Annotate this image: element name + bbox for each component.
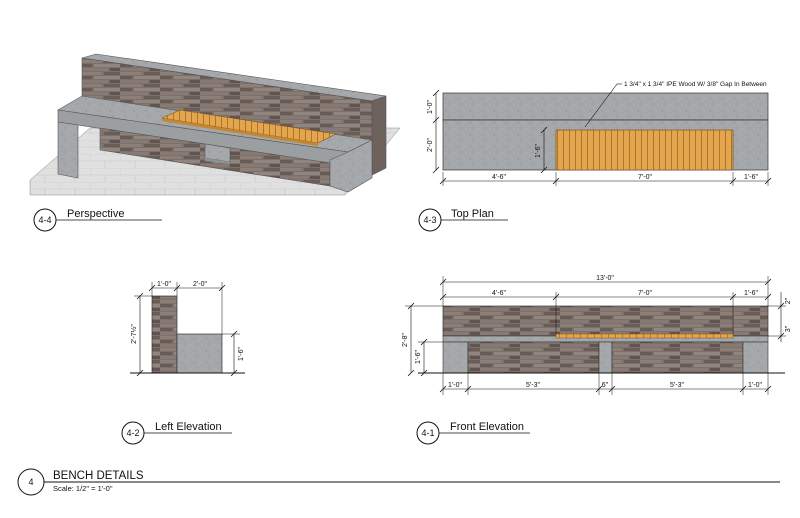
dim-label: 4'-6" [492,174,506,181]
dim-tick [595,385,603,393]
view-title: Front Elevation [450,421,524,433]
perspective-right-block [329,139,373,193]
sheet-number: 4 [28,477,33,487]
dim-tick [540,126,548,134]
dim-tick [148,284,156,292]
front-elev-right-leg [742,341,769,374]
wood-spec-note: 1 3/4" x 1 3/4" IPE Wood W/ 3/8" Gap In … [624,81,767,88]
dim-label: 2" [785,297,792,304]
dim-label: 2'-8" [402,333,409,347]
front-elevation-view: 13'-0" 4'-6" 7'-0" 1'-6" 2'-8" 1'-6" 2" … [402,275,792,445]
dim-tick [432,89,440,97]
dim-tick [552,177,560,185]
dim-tick [729,293,737,301]
dim-tick [230,369,238,377]
dim-tick [407,369,415,377]
dim-tick [739,385,747,393]
left-elevation-view: 1'-0" 2'-0" 2'-7½" 1'-6" 4-2 Left Elevat… [121,281,245,445]
dim-label: 13'-0" [596,275,614,282]
note-leader [584,83,618,128]
dim-tick [136,369,144,377]
dim-tick [136,292,144,300]
dim-tick [439,293,447,301]
dim-label: 7'-0" [638,290,652,297]
dim-label: 3" [785,325,792,332]
front-elev-center-leg [598,341,613,374]
dim-tick [608,385,616,393]
dim-tick [552,293,560,301]
dim-label: 6" [602,382,609,389]
dim-label: 7'-0" [638,174,652,181]
view-title: Top Plan [451,208,494,220]
perspective-wood-edge [162,118,318,146]
dim-tick [764,385,772,393]
left-elev-seat [176,333,223,374]
front-elev-backwall [442,305,769,337]
perspective-left-leg [57,121,79,179]
view-number: 4-4 [38,215,51,225]
dim-tick [173,284,181,292]
dim-tick [432,166,440,174]
dim-label: 2'-7½" [130,324,138,344]
sheet-title: BENCH DETAILS [53,470,144,482]
front-elev-left-recess [467,341,600,374]
front-elev-wood [555,333,734,339]
view-number: 4-2 [126,428,139,438]
view-number: 4-3 [423,215,436,225]
dim-label: 5'-3" [670,382,684,389]
dim-tick [777,332,785,340]
dim-tick [218,284,226,292]
plan-back-wall [442,92,769,121]
view-title: Perspective [67,208,124,220]
dim-label: 1'-6" [744,290,758,297]
dim-label: 2'-0" [193,281,207,288]
dim-tick [230,330,238,338]
dim-tick [729,177,737,185]
dim-label: 1'-6" [744,174,758,181]
dim-label: 1'-0" [157,281,171,288]
dim-label: 1'-0" [448,382,462,389]
dim-tick [764,177,772,185]
dim-label: 1'-0" [748,382,762,389]
view-number: 4-1 [421,428,434,438]
back-wall-end [371,95,387,176]
dim-label: 1'-6" [535,144,542,158]
left-elev-back [151,295,178,374]
top-plan-view: 1 3/4" x 1 3/4" IPE Wood W/ 3/8" Gap In … [418,81,772,232]
dim-tick [420,369,428,377]
dim-tick [764,293,772,301]
dim-label: 4'-6" [492,290,506,297]
dim-label: 1'-0" [427,100,434,114]
sheet-title-block: 4 BENCH DETAILS Scale: 1/2" = 1'-0" [17,468,780,496]
front-elev-left-leg [442,341,469,374]
dim-label: 2'-0" [427,138,434,152]
dim-tick [420,338,428,346]
perspective-center-leg-lower [205,158,230,164]
dim-label: 1'-6" [238,347,245,361]
front-elev-right-recess [611,341,744,374]
plan-wood-slats [555,129,734,171]
dim-tick [439,177,447,185]
dim-tick [432,116,440,124]
sheet-scale: Scale: 1/2" = 1'-0" [53,484,113,493]
dim-tick [439,385,447,393]
perspective-view: 4-4 Perspective [29,53,401,232]
view-title: Left Elevation [155,421,222,433]
dim-tick [540,166,548,174]
dim-tick [407,302,415,310]
dim-tick [464,385,472,393]
dim-label: 5'-3" [526,382,540,389]
dim-tick [777,302,785,310]
dim-label: 1'-6" [415,350,422,364]
